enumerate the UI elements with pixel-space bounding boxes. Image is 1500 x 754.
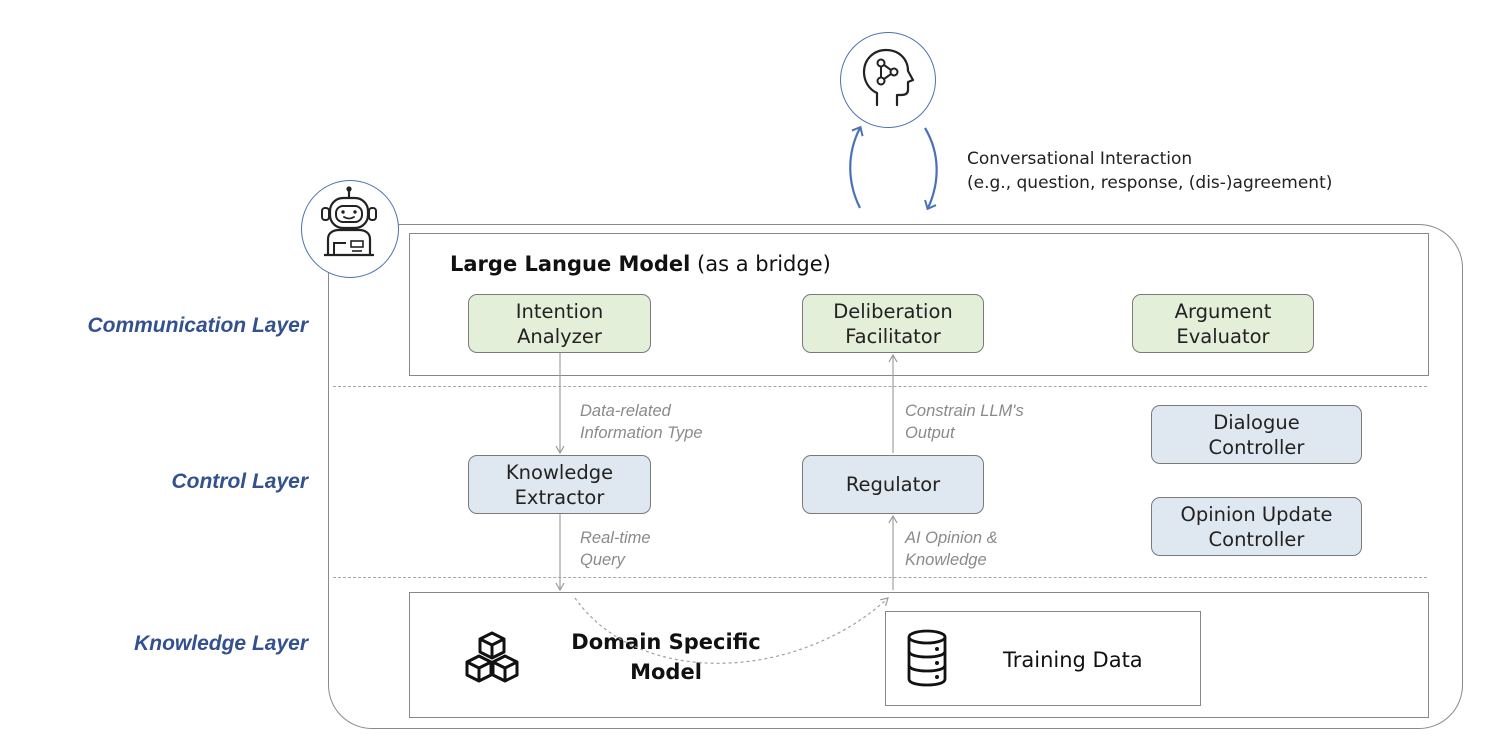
control-layer-label: Control Layer [171,470,308,493]
deliberation-facilitator-module: Deliberation Facilitator [802,294,984,353]
cubes-icon [465,631,519,683]
human-head-network-icon-glyph [862,48,915,107]
human-head-network-icon [840,32,936,128]
communication-layer-label: Communication Layer [87,314,308,337]
llm-title-bold: Large Langue Model [450,252,691,276]
robot-icon-glyph [321,186,377,257]
llm-title-suffix: (as a bridge) [690,252,831,276]
control-knowledge-divider [333,577,1427,578]
interaction-arrow-down [924,127,938,211]
intention-analyzer-module: Intention Analyzer [468,294,651,353]
opinion-update-controller-module: Opinion Update Controller [1151,497,1362,556]
llm-title: Large Langue Model (as a bridge) [450,252,831,276]
dashed-curve-query-to-knowledge [574,597,889,664]
argument-evaluator-module: Argument Evaluator [1132,294,1314,353]
training-data-box [885,611,1201,706]
conversational-interaction-label: Conversational Interaction (e.g., questi… [967,149,1333,193]
robot-icon [301,180,399,278]
training-data-label: Training Data [1003,648,1143,672]
communication-control-divider [333,386,1427,387]
domain-specific-model-label: Domain Specific Model [571,630,761,684]
system-container [328,224,1463,729]
data-related-label: Data-related Information Type [580,402,703,442]
realtime-query-label: Real-time Query [580,529,651,569]
knowledge-box [409,592,1429,718]
interaction-arrow-up [849,125,864,209]
knowledge-layer-label: Knowledge Layer [134,632,308,655]
llm-box [409,233,1429,376]
regulator-module: Regulator [802,455,984,514]
dialogue-controller-module: Dialogue Controller [1151,405,1362,464]
knowledge-extractor-module: Knowledge Extractor [468,455,651,514]
constrain-output-label: Constrain LLM's Output [905,402,1024,442]
ai-opinion-label: AI Opinion & Knowledge [905,529,998,569]
database-icon [907,629,947,687]
